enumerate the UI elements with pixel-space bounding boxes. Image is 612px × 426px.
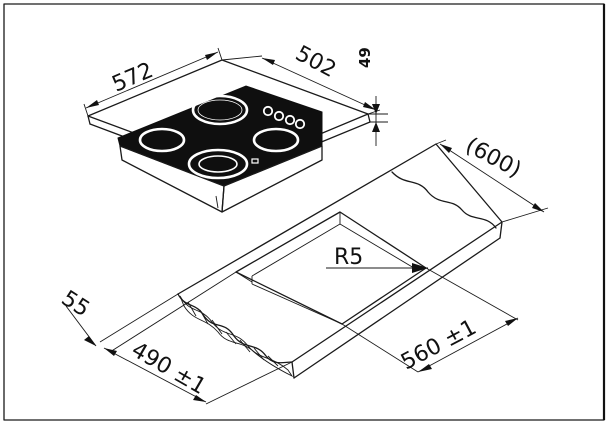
cut-hatching	[187, 301, 279, 367]
dim-line-502	[261, 57, 377, 111]
hob	[87, 59, 371, 213]
hob-edge-back	[367, 113, 371, 123]
dim-49-label: 49	[356, 47, 374, 68]
hob-edge-left	[87, 115, 91, 125]
worktop-break-line-rear	[391, 171, 497, 229]
control-knob-2-icon	[273, 110, 285, 122]
dim-line-600	[439, 143, 545, 213]
indicator-light-icon	[251, 158, 259, 164]
worktop-front-edge	[293, 237, 501, 379]
hob-ceramic-panel	[117, 85, 323, 187]
hob-dimension-lines	[83, 47, 388, 146]
cutout-dimension-lines	[65, 139, 549, 405]
cooking-zone-rear-left-inner	[197, 99, 243, 121]
cooking-zone-front-right-inner	[198, 155, 238, 173]
hob-underbox-seam	[215, 195, 219, 209]
dim-line-560	[417, 317, 519, 373]
dim-502-label: 502	[291, 41, 340, 83]
dim-r5-label: R5	[334, 245, 363, 270]
worktop-break-line-front	[177, 293, 293, 364]
worktop-cut-section	[179, 295, 294, 378]
dim-490-label: 490 ±1	[127, 338, 210, 400]
control-knob-4-icon	[294, 118, 306, 130]
cooking-zone-front-right	[187, 148, 249, 180]
dim-600-label: (600)	[461, 133, 525, 183]
hob-underbox-side	[221, 145, 323, 213]
control-knob-3-icon	[284, 114, 296, 126]
dim-line-490	[103, 347, 207, 403]
cooking-zone-front-left	[138, 127, 186, 153]
dim-line-572	[85, 51, 219, 109]
worktop-top-outline	[177, 143, 503, 363]
dim-572-label: 572	[109, 58, 157, 97]
control-knob-1-icon	[262, 105, 274, 117]
cooking-zone-rear-left	[191, 94, 249, 126]
dim-55-label: 55	[57, 286, 94, 322]
cooking-zone-rear-right	[252, 127, 300, 153]
